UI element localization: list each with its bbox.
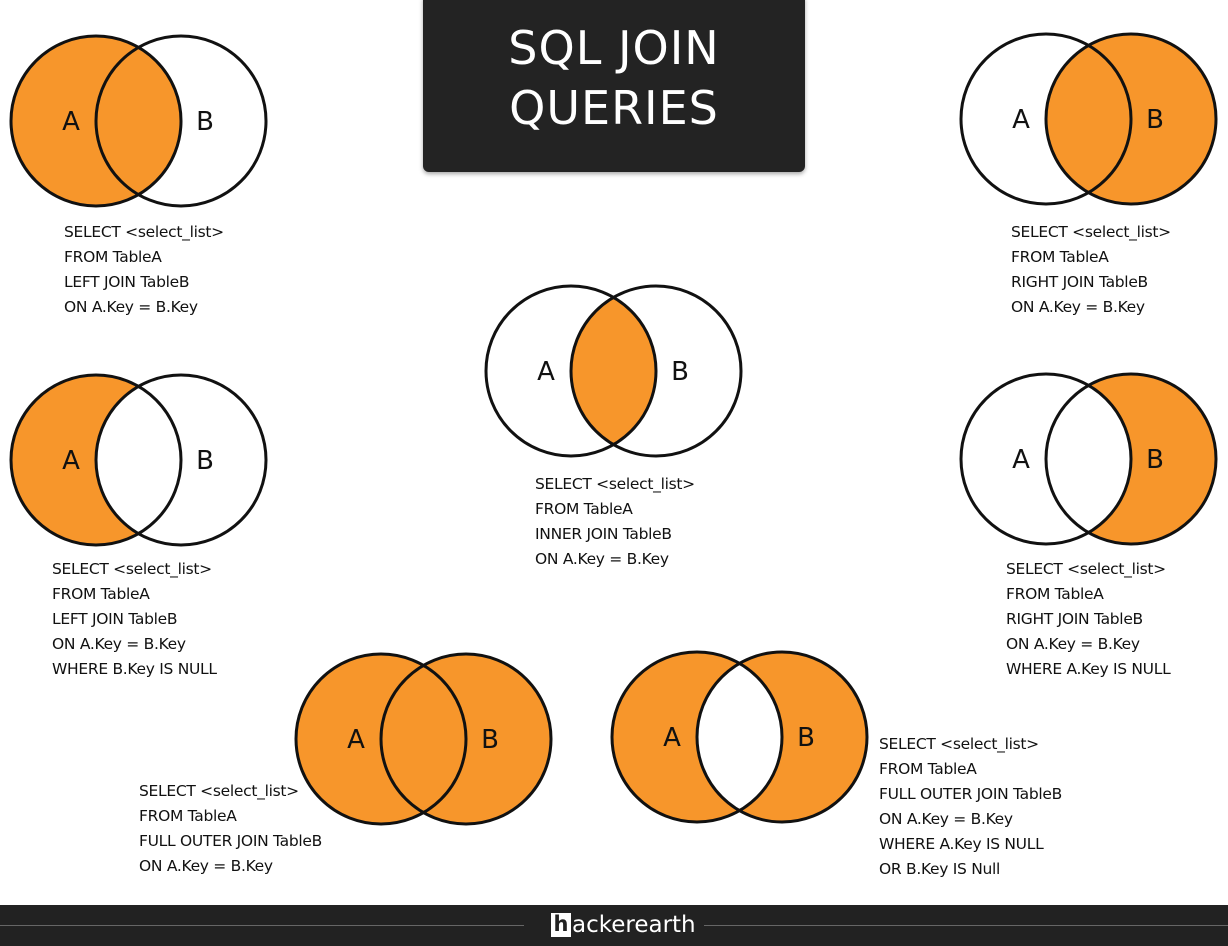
code-line: FROM TableA bbox=[535, 500, 633, 518]
code-line: SELECT <select_list> bbox=[535, 475, 695, 493]
code-full-outer-join-null: SELECT <select_list> FROM TableA FULL OUTE… bbox=[879, 732, 1062, 882]
set-a-outline bbox=[9, 373, 183, 547]
code-line: ON A.Key = B.Key bbox=[1011, 298, 1145, 316]
title-line-1: SQL JOIN bbox=[508, 21, 720, 75]
set-a-outline bbox=[959, 32, 1133, 206]
code-line: INNER JOIN TableB bbox=[535, 525, 672, 543]
code-line: ON A.Key = B.Key bbox=[1006, 635, 1140, 653]
code-inner-join: SELECT <select_list> FROM TableA INNER JOI… bbox=[535, 472, 695, 572]
code-line: FROM TableA bbox=[139, 807, 237, 825]
code-line: RIGHT JOIN TableB bbox=[1006, 610, 1143, 628]
code-full-outer-join: SELECT <select_list> FROM TableA FULL OUTE… bbox=[139, 779, 322, 879]
footer: h ackerearth bbox=[0, 905, 1228, 946]
set-a-outline bbox=[610, 650, 784, 824]
label-b: B bbox=[196, 446, 214, 476]
set-b-outline bbox=[569, 284, 743, 458]
code-right-join-null: SELECT <select_list> FROM TableA RIGHT JOI… bbox=[1006, 557, 1171, 682]
set-b-outline bbox=[1044, 372, 1218, 546]
label-a: A bbox=[62, 446, 80, 476]
logo-h-icon: h bbox=[551, 913, 571, 937]
label-b: B bbox=[1146, 445, 1164, 475]
label-b: B bbox=[1146, 105, 1164, 135]
code-line: SELECT <select_list> bbox=[64, 223, 224, 241]
label-a: A bbox=[537, 357, 555, 387]
footer-divider-left bbox=[0, 925, 524, 926]
code-line: ON A.Key = B.Key bbox=[535, 550, 669, 568]
code-line: WHERE A.Key IS NULL bbox=[1006, 660, 1171, 678]
label-b: B bbox=[671, 357, 689, 387]
intersection-blank bbox=[697, 652, 782, 822]
label-a: A bbox=[62, 107, 80, 137]
code-line: ON A.Key = B.Key bbox=[879, 810, 1013, 828]
title-box: SQL JOIN QUERIES bbox=[423, 0, 805, 172]
code-line: LEFT JOIN TableB bbox=[64, 273, 190, 291]
label-b: B bbox=[797, 723, 815, 753]
code-line: LEFT JOIN TableB bbox=[52, 610, 178, 628]
set-a-outline bbox=[959, 372, 1133, 546]
logo-text: ackerearth bbox=[572, 912, 696, 938]
code-line: FROM TableA bbox=[52, 585, 150, 603]
label-b: B bbox=[196, 107, 214, 137]
code-left-join: SELECT <select_list> FROM TableA LEFT JOIN… bbox=[64, 220, 224, 320]
label-a: A bbox=[347, 725, 365, 755]
code-right-join: SELECT <select_list> FROM TableA RIGHT JOI… bbox=[1011, 220, 1171, 320]
label-a: A bbox=[1012, 445, 1030, 475]
set-b-outline bbox=[379, 652, 553, 826]
code-line: FROM TableA bbox=[64, 248, 162, 266]
set-a-outline bbox=[484, 284, 658, 458]
code-line: SELECT <select_list> bbox=[879, 735, 1039, 753]
hackerearth-logo: h ackerearth bbox=[551, 912, 696, 938]
intersection-fill bbox=[571, 286, 656, 456]
label-a: A bbox=[663, 723, 681, 753]
code-line: SELECT <select_list> bbox=[1006, 560, 1166, 578]
set-a-outline bbox=[9, 34, 183, 208]
code-line: ON A.Key = B.Key bbox=[52, 635, 186, 653]
code-line: OR B.Key IS Null bbox=[879, 860, 1001, 878]
title-line-2: QUERIES bbox=[509, 81, 719, 135]
set-b-outline bbox=[94, 34, 268, 208]
code-line: ON A.Key = B.Key bbox=[64, 298, 198, 316]
code-line: FULL OUTER JOIN TableB bbox=[139, 832, 322, 850]
set-b-outline bbox=[1044, 32, 1218, 206]
code-left-join-null: SELECT <select_list> FROM TableA LEFT JOIN… bbox=[52, 557, 217, 682]
code-line: WHERE B.Key IS NULL bbox=[52, 660, 217, 678]
code-line: FROM TableA bbox=[1006, 585, 1104, 603]
set-a-outline bbox=[294, 652, 468, 826]
code-line: FROM TableA bbox=[879, 760, 977, 778]
footer-divider-right bbox=[704, 925, 1228, 926]
code-line: FULL OUTER JOIN TableB bbox=[879, 785, 1062, 803]
label-a: A bbox=[1012, 105, 1030, 135]
code-line: SELECT <select_list> bbox=[139, 782, 299, 800]
code-line: RIGHT JOIN TableB bbox=[1011, 273, 1148, 291]
set-b-outline bbox=[94, 373, 268, 547]
code-line: FROM TableA bbox=[1011, 248, 1109, 266]
code-line: WHERE A.Key IS NULL bbox=[879, 835, 1044, 853]
set-b-outline bbox=[695, 650, 869, 824]
label-b: B bbox=[481, 725, 499, 755]
code-line: SELECT <select_list> bbox=[52, 560, 212, 578]
code-line: SELECT <select_list> bbox=[1011, 223, 1171, 241]
code-line: ON A.Key = B.Key bbox=[139, 857, 273, 875]
